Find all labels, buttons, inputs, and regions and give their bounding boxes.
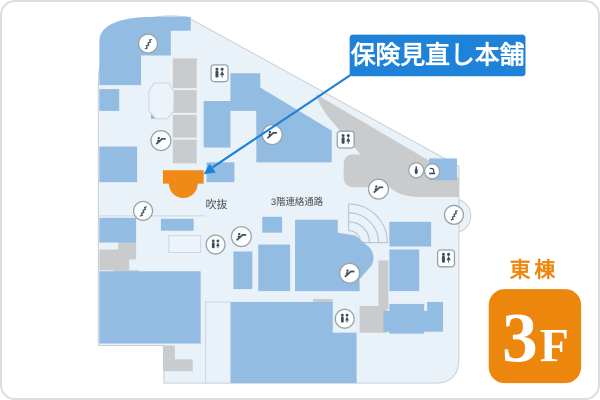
floor-badge: 東棟 3F [488,258,582,384]
atrium-label: 吹抜 [206,197,228,211]
stairs-icon [443,204,465,225]
escalator-icon [150,130,172,152]
callout-arrow [203,73,353,175]
restroom-icon [336,130,355,149]
escalator-icon [339,262,361,284]
store-callout-label: 保険見直し本舗 [350,40,525,69]
restroom-icon [334,308,355,329]
escalator-icon [230,226,252,248]
column-dividers [172,88,197,140]
baby-room-icon [424,163,441,180]
restroom-icon [210,64,229,83]
fan-stairs [348,203,388,244]
escalator-icon [367,178,390,200]
corridor-lines [99,82,231,384]
floor-badge-box [488,289,582,384]
restroom-icon [436,249,456,268]
corridor-label: 3階連絡通路 [271,196,324,207]
nursing-room-icon [408,162,425,179]
building-label: 東棟 [510,258,560,282]
stairs-icon [137,33,159,54]
stairs-icon [132,200,154,221]
floor-number: 3F [502,298,569,377]
store-callout[interactable]: 保険見直し本舗 [349,34,526,77]
facility-icons [132,33,465,329]
highlighted-store[interactable] [162,170,204,199]
restroom-icon [205,234,226,255]
arrowhead [203,163,216,175]
